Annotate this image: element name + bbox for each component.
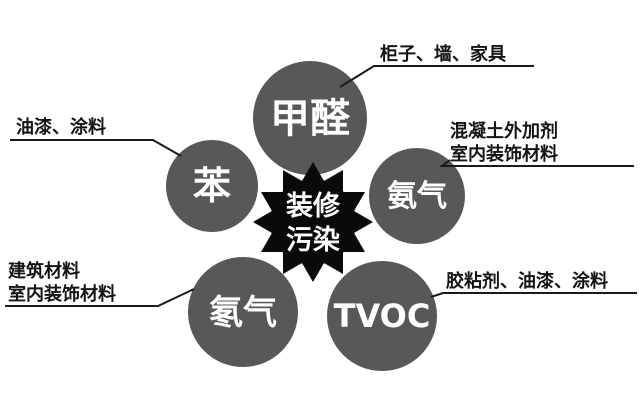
tvoc-circle bbox=[327, 261, 437, 371]
ammonia-circle bbox=[369, 148, 465, 244]
radon-source-text-line2: 室内装饰材料 bbox=[8, 283, 116, 305]
center-title-line2: 污染 bbox=[286, 225, 340, 256]
benzene-label: 苯 bbox=[193, 164, 231, 208]
benzene-circle bbox=[166, 140, 258, 232]
tvoc-callout-line bbox=[430, 292, 637, 298]
formaldehyde-circle bbox=[253, 61, 367, 175]
formaldehyde-source-text: 柜子、墙、家具 bbox=[380, 43, 506, 65]
tvoc-label: TVOC bbox=[334, 297, 431, 335]
radon-label: 氡气 bbox=[209, 293, 277, 333]
benzene-source-text: 油漆、涂料 bbox=[16, 116, 106, 138]
radon-circle bbox=[188, 257, 298, 367]
ammonia-source-text-line1: 混凝土外加剂 bbox=[450, 120, 558, 142]
center-starburst bbox=[253, 162, 373, 282]
formaldehyde-label: 甲醛 bbox=[270, 96, 350, 142]
radon-callout-line bbox=[5, 288, 195, 307]
ammonia-label: 氨气 bbox=[387, 179, 447, 214]
center-title-line1: 装修 bbox=[286, 191, 341, 222]
ammonia-callout-line bbox=[439, 159, 634, 167]
ammonia-source-text-line2: 室内装饰材料 bbox=[450, 143, 558, 165]
benzene-callout-line bbox=[10, 139, 182, 157]
radon-source-text-line1: 建筑材料 bbox=[8, 260, 80, 282]
tvoc-source-text: 胶粘剂、油漆、涂料 bbox=[446, 270, 608, 292]
formaldehyde-callout-line bbox=[339, 65, 534, 88]
